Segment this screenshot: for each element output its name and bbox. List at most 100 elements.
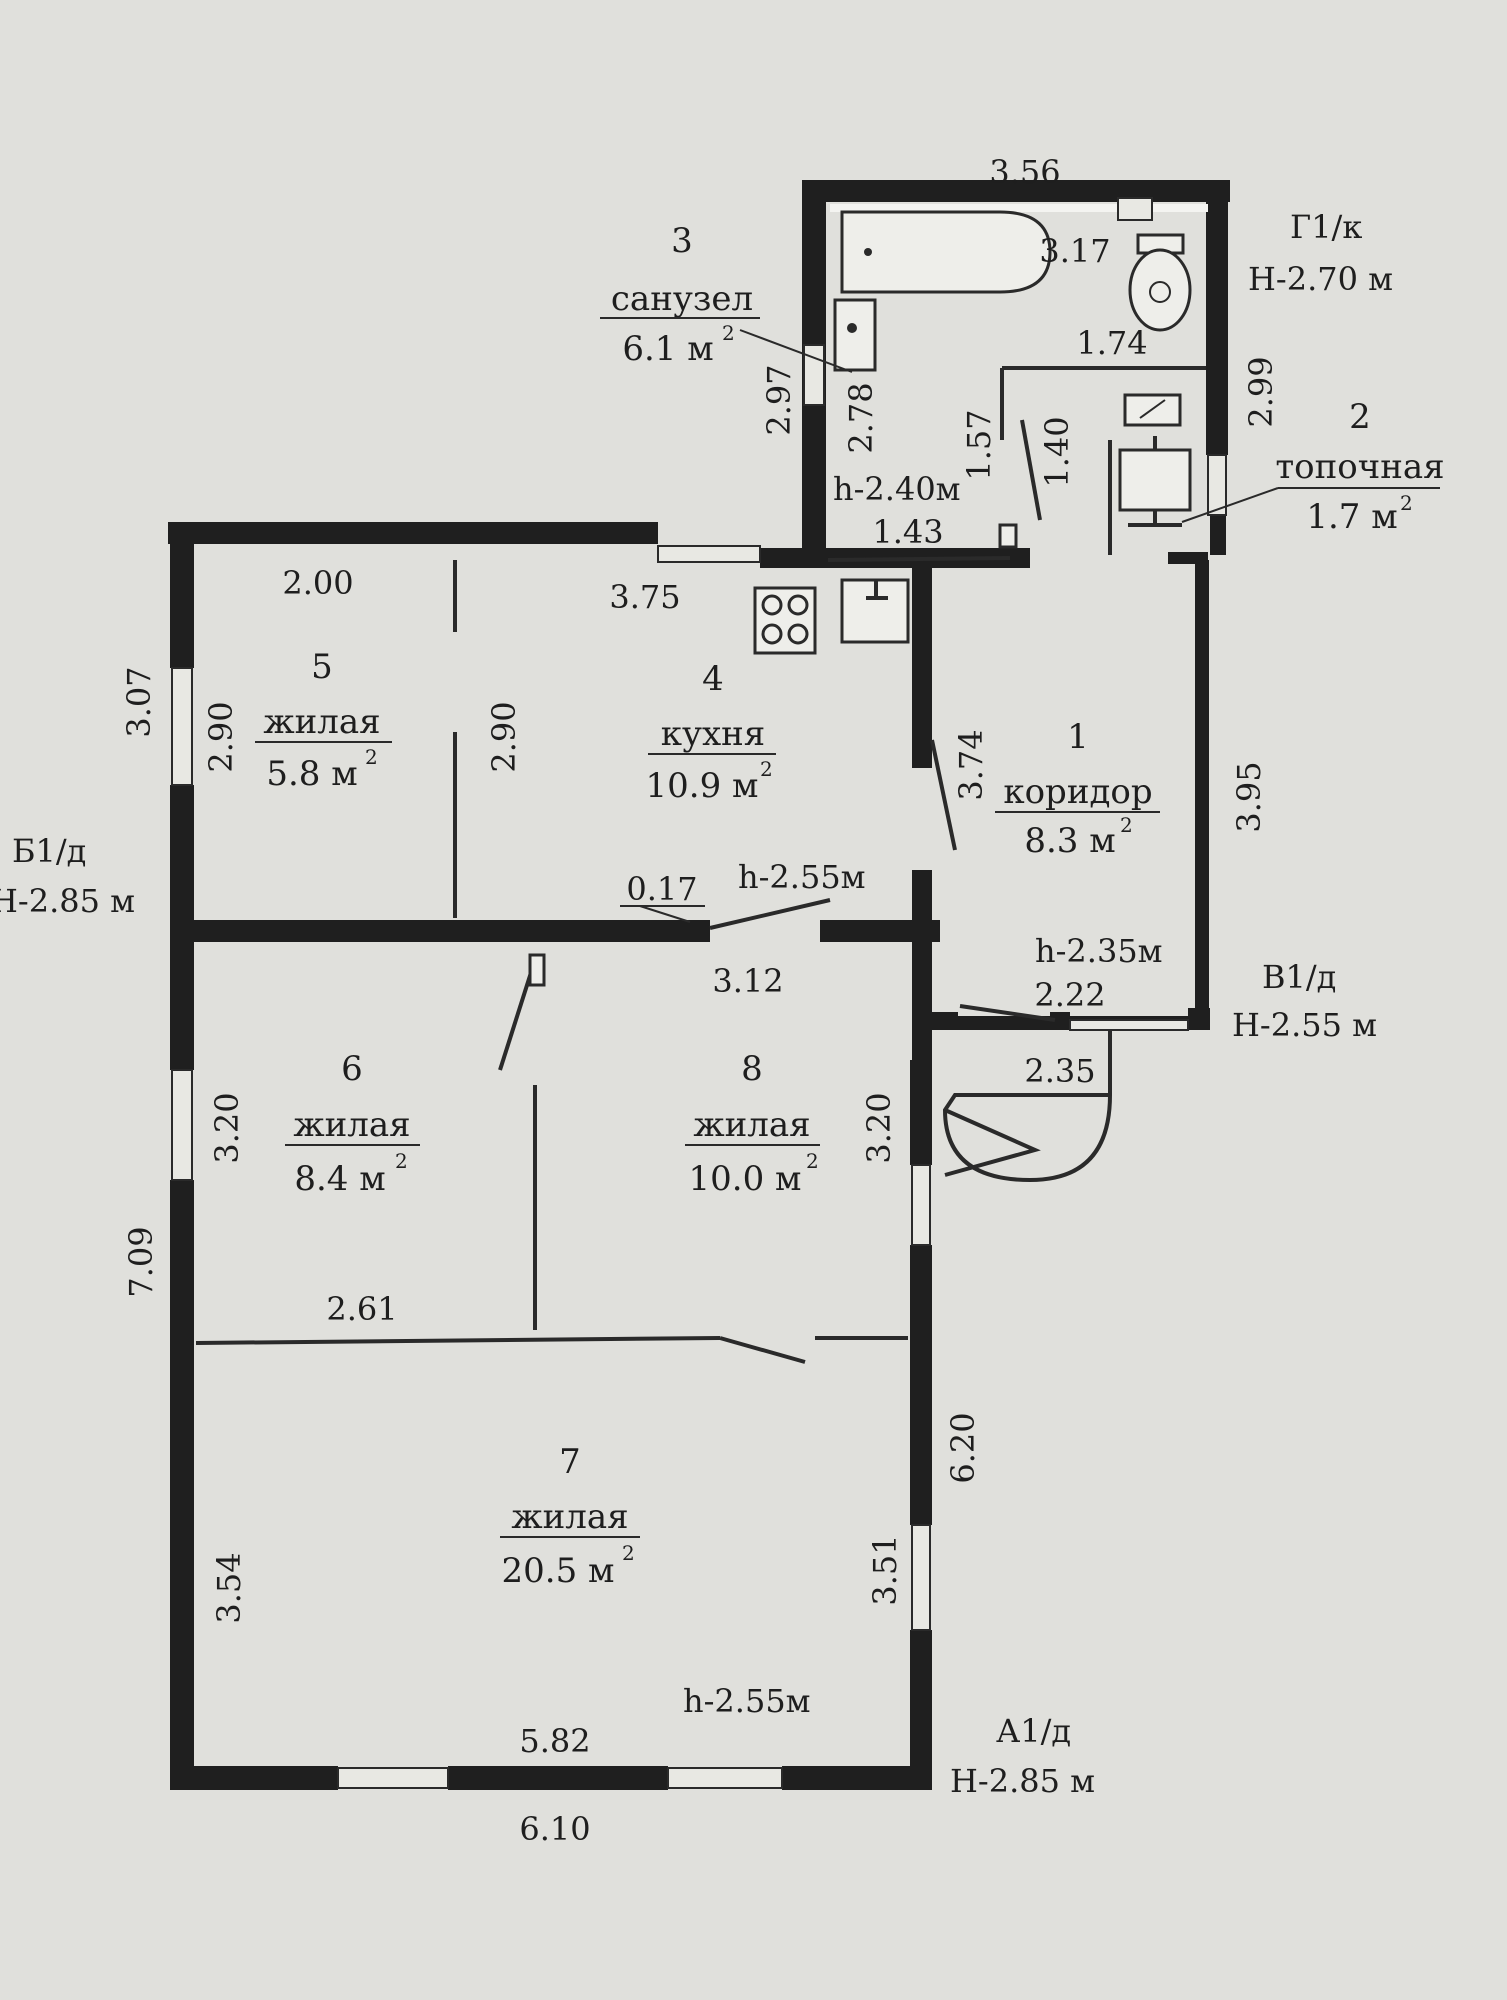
wall-corridor-right: [1195, 560, 1209, 1030]
window-room7-bottom-1: [337, 1767, 449, 1789]
dim-1-57: 1.57: [960, 409, 998, 480]
room-1-number: 1: [1067, 717, 1089, 757]
walls: [168, 180, 1230, 1790]
room-6-name: жилая: [293, 1105, 410, 1145]
room-1-name: коридор: [1003, 772, 1152, 812]
dim-2-61: 2.61: [326, 1290, 397, 1328]
room-8-area: 10.0 м: [689, 1159, 802, 1199]
window-room8: [911, 1164, 931, 1246]
toilet-bowl-icon: [1149, 281, 1171, 303]
sink-sanuzel-icon: [833, 298, 877, 372]
window-sanuzel-top: [1117, 197, 1153, 221]
room-6-number: 6: [341, 1049, 363, 1089]
dim-2-90-kitchen: 2.90: [485, 701, 523, 772]
burner-1-icon: [761, 594, 783, 616]
room-5-area: 5.8 м: [266, 754, 357, 794]
room-4-area: 10.9 м: [646, 766, 759, 806]
room-4-number: 4: [702, 659, 724, 699]
window-room6: [171, 1069, 193, 1181]
partition-6-7: [195, 1336, 721, 1345]
room-5-name: жилая: [263, 702, 380, 742]
door-stub-sanuzel: [998, 523, 1018, 549]
height-kitchen: h-2.55м: [738, 858, 866, 896]
mark-g1-code: Г1/к: [1290, 208, 1362, 246]
room-7-number: 7: [559, 1442, 581, 1482]
partitions: [195, 366, 1206, 1364]
mark-v1-height: H-2.55 м: [1232, 1006, 1377, 1044]
windows: [171, 197, 1227, 1789]
dim-3-74: 3.74: [952, 729, 990, 800]
room-4-area-sup: 2: [760, 757, 773, 781]
dim-5-82: 5.82: [519, 1722, 590, 1760]
window-sanuzel-left: [803, 344, 825, 406]
dim-2-22: 2.22: [1034, 976, 1105, 1014]
toilet-icon: [1128, 248, 1192, 332]
wall-topochnaya-stub2: [1168, 552, 1208, 564]
wall-left-3: [170, 1180, 194, 1790]
room-8-area-sup: 2: [806, 1149, 819, 1173]
room-8-name: жилая: [693, 1105, 810, 1145]
dim-6-20: 6.20: [944, 1412, 982, 1483]
wall-partition-5-6: [170, 920, 710, 942]
dim-3-56: 3.56: [989, 153, 1060, 191]
wall-sanuzel-top: [802, 180, 1230, 202]
kitchen-sink-icon: [840, 578, 910, 644]
dim-3-75: 3.75: [609, 578, 680, 616]
wall-corridor-corner: [1188, 1008, 1210, 1030]
room-3-area-sup: 2: [722, 321, 735, 345]
mark-b1-height: H-2.85 м: [0, 882, 135, 920]
wall-bottom-3: [782, 1766, 932, 1790]
window-room5: [171, 667, 193, 786]
wall-door-stub-left: [932, 1012, 958, 1028]
mark-a1-code: А1/д: [996, 1712, 1071, 1750]
dim-0-17: 0.17: [626, 870, 697, 908]
room-6-area: 8.4 м: [294, 1159, 385, 1199]
dim-3-17: 3.17: [1039, 232, 1110, 270]
room-5-number: 5: [311, 647, 333, 687]
burner-3-icon: [761, 623, 783, 645]
dim-2-97: 2.97: [760, 364, 798, 435]
burner-4-icon: [787, 623, 809, 645]
room-2-area: 1.7 м: [1306, 497, 1397, 537]
room-8-number: 8: [741, 1049, 763, 1089]
dim-0-17-leader: [639, 905, 691, 923]
room-3-leader: [739, 329, 853, 373]
bathtub-icon: [840, 210, 1052, 294]
stove-topochnaya-icon: [1118, 448, 1192, 512]
partition-sanuzel-bottom: [827, 556, 1011, 562]
dim-1-74: 1.74: [1076, 324, 1147, 362]
room-3-area: 6.1 м: [622, 329, 713, 369]
mark-g1-height: H-2.70 м: [1248, 260, 1393, 298]
burner-2-icon: [787, 594, 809, 616]
door-swing-8: [709, 898, 831, 930]
dim-7-09: 7.09: [122, 1226, 160, 1297]
wall-right-3: [910, 1630, 932, 1790]
window-corridor-bottom: [1069, 1019, 1189, 1031]
dim-2-99: 2.99: [1242, 356, 1280, 427]
room-2-leader: [1181, 487, 1279, 523]
wall-right-1: [910, 1060, 932, 1165]
dim-1-40: 1.40: [1038, 416, 1076, 487]
boiler-mark-icon: [1139, 399, 1166, 419]
porch-icon: [942, 1093, 1113, 1183]
height-labels: h-2.40м h-2.55м h-2.35м h-2.55м: [683, 470, 1163, 1720]
dim-2-35: 2.35: [1024, 1052, 1095, 1090]
room-5-area-sup: 2: [365, 745, 378, 769]
wall-bottom-2: [448, 1766, 668, 1790]
wall-topochnaya-right: [1206, 180, 1228, 455]
room-1-area-sup: 2: [1120, 813, 1133, 837]
wall-topochnaya-stub: [1210, 515, 1226, 555]
height-sanuzel: h-2.40м: [833, 470, 961, 508]
room-1-area: 8.3 м: [1024, 821, 1115, 861]
door-swing-topochnaya: [1020, 419, 1042, 521]
door-swing-entry: [959, 1004, 1056, 1022]
dimensions-horizontal: 3.56 3.17 1.74 1.43 2.00 3.75 0.17 3.12 …: [282, 153, 1147, 1848]
mark-v1-code: В1/д: [1262, 958, 1336, 996]
dim-2-00: 2.00: [282, 564, 353, 602]
wall-partition-8-1: [820, 920, 940, 942]
dimensions-vertical: 2.99 2.97 2.78 1.57 1.40 3.07 2.90 2.90 …: [120, 356, 1280, 1623]
window-room7-bottom-2: [667, 1767, 783, 1789]
room-3-name: санузел: [611, 279, 753, 319]
